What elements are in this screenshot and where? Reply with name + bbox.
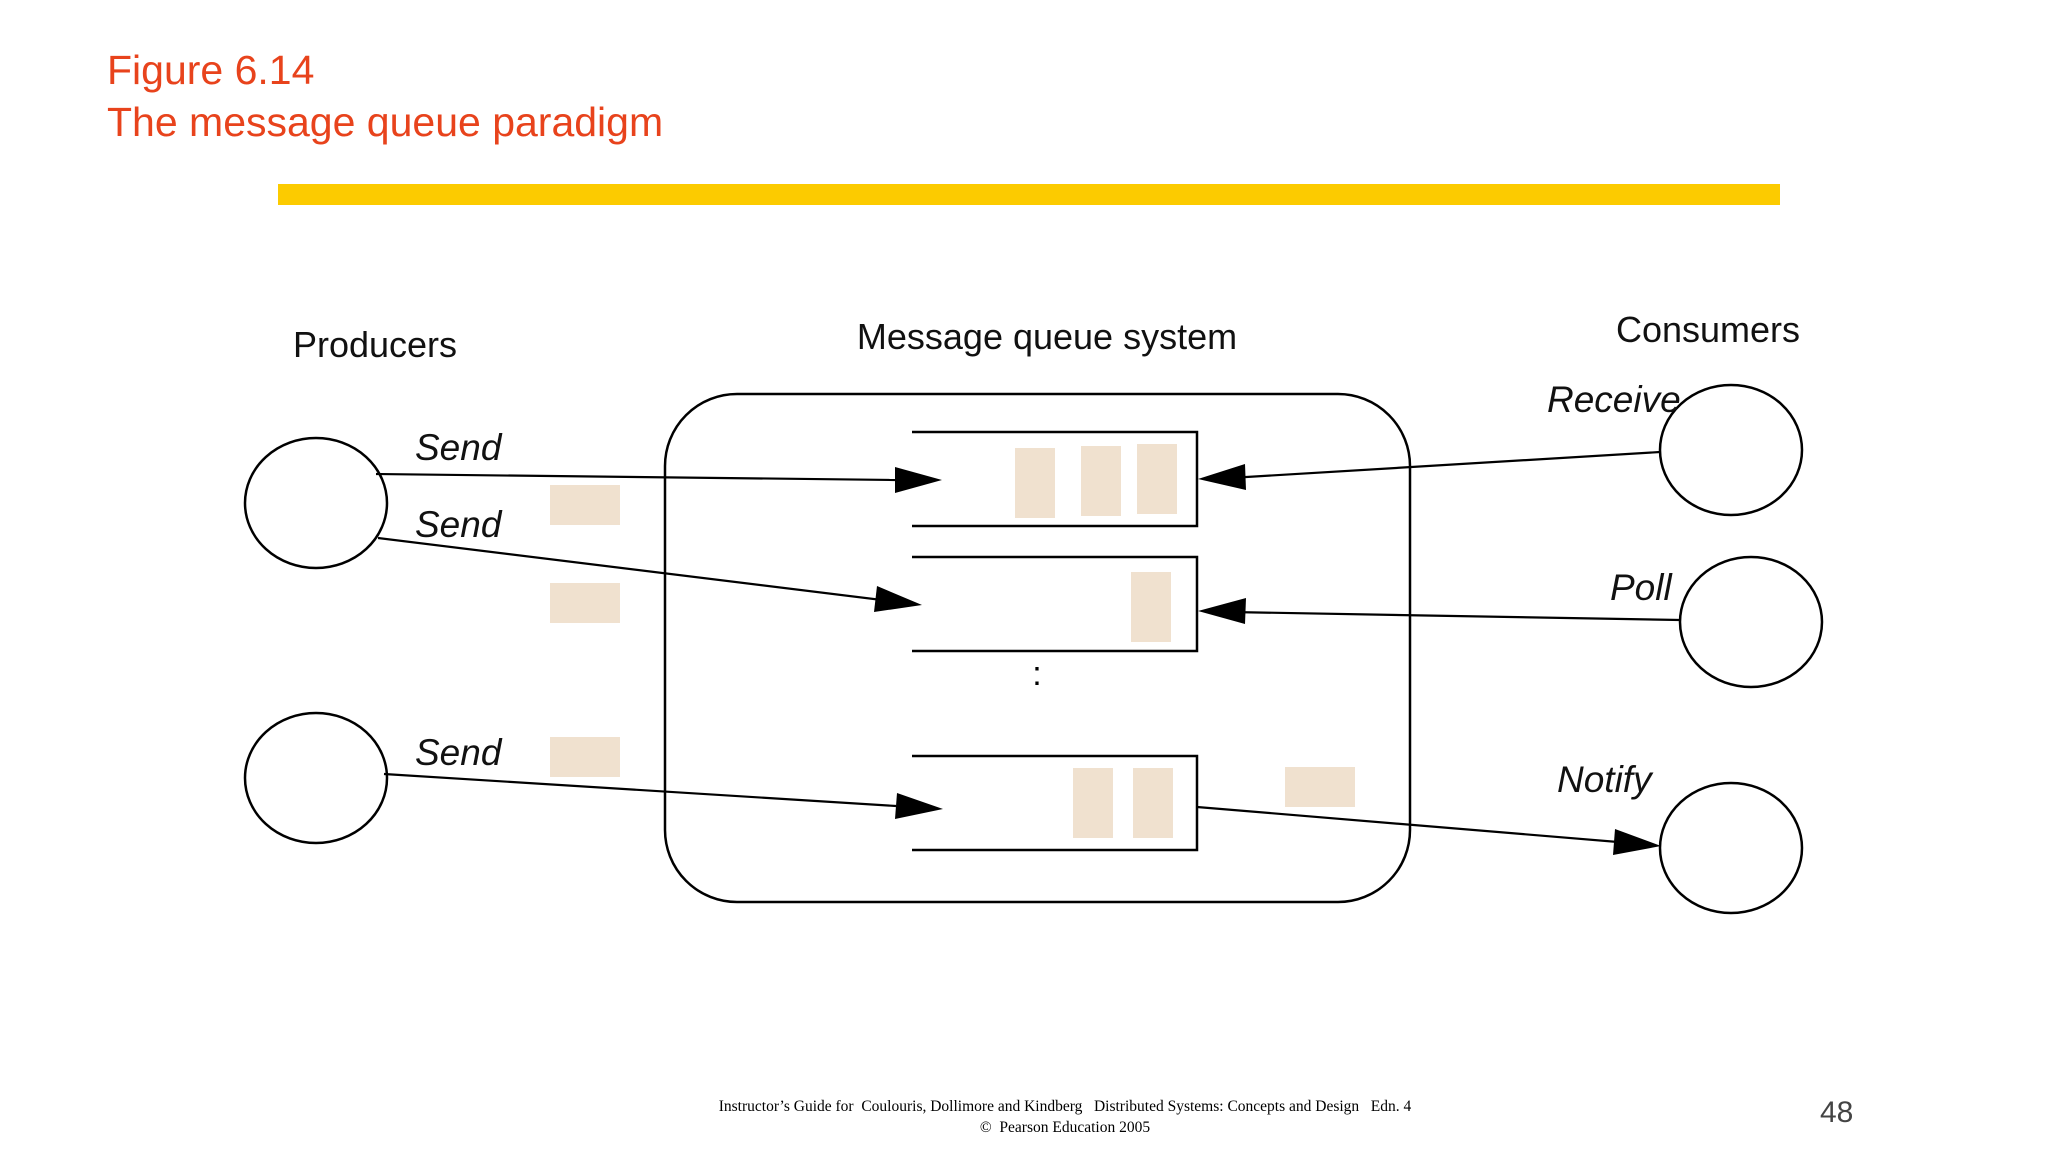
producers-heading: Producers — [293, 324, 457, 365]
figure-title: The message queue paradigm — [107, 99, 664, 145]
consumers-heading: Consumers — [1616, 309, 1800, 350]
poll-arrow-line — [1229, 610, 1681, 622]
receive-arrowhead — [1198, 464, 1246, 490]
message-queue-system-box — [663, 392, 1412, 904]
queue-2 — [912, 555, 1199, 653]
send-label: Send — [415, 427, 503, 468]
queued-message — [1081, 446, 1121, 516]
slide-footer: Instructor’s Guide for Coulouris, Dollim… — [660, 1096, 1470, 1138]
figure-number: Figure 6.14 — [107, 47, 315, 93]
queue-3 — [912, 754, 1199, 852]
queued-message — [1131, 572, 1171, 642]
send-arrow-line — [375, 472, 896, 482]
queued-message — [1137, 444, 1177, 514]
poll-arrowhead — [1198, 598, 1246, 624]
send-arrow-line — [377, 536, 899, 604]
send-arrowhead — [895, 467, 942, 493]
notify-label: Notify — [1557, 759, 1654, 800]
send-arrowhead — [895, 793, 943, 819]
page-number: 48 — [1820, 1096, 1854, 1129]
consumer-circle — [1658, 781, 1804, 915]
footer-citation: Instructor’s Guide for Coulouris, Dollim… — [718, 1098, 1412, 1115]
notify-arrowhead — [1613, 829, 1661, 855]
poll-label: Poll — [1610, 567, 1673, 608]
footer-copyright: © Pearson Education 2005 — [979, 1119, 1151, 1136]
consumer-circle — [1678, 555, 1824, 689]
queued-message — [1073, 768, 1113, 838]
queued-message — [1015, 448, 1055, 518]
in-transit-message — [550, 583, 620, 623]
in-transit-message — [550, 737, 620, 777]
consumer-circle — [1658, 383, 1804, 517]
queued-message — [1133, 768, 1173, 838]
send-arrow-line — [383, 772, 897, 808]
in-transit-message — [1285, 767, 1355, 807]
more-queues-ellipsis: : — [1032, 655, 1041, 693]
title-underline-bar — [278, 184, 1780, 205]
receive-arrow-line — [1229, 450, 1661, 480]
queue-1 — [912, 430, 1199, 528]
in-transit-message — [550, 485, 620, 525]
send-arrowhead — [874, 586, 922, 612]
send-label: Send — [415, 504, 503, 545]
notify-arrow-line — [1196, 805, 1631, 845]
system-heading: Message queue system — [857, 316, 1237, 357]
producer-circle — [243, 436, 389, 570]
send-label: Send — [415, 732, 503, 773]
producer-circle — [243, 711, 389, 845]
receive-label: Receive — [1547, 379, 1681, 420]
